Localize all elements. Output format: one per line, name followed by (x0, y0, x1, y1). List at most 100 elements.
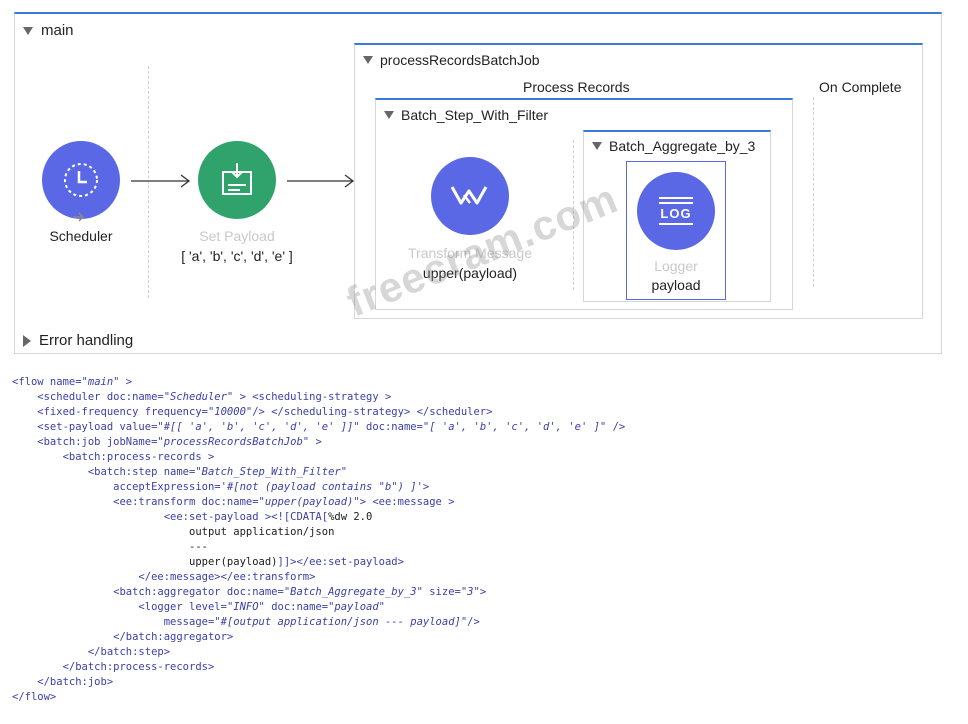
code-line: <scheduler doc:name="Scheduler" > <sched… (12, 390, 625, 405)
log-icon: LOG (659, 197, 693, 225)
code-token: output application/json (12, 526, 335, 538)
logger-component[interactable]: LOG (637, 172, 715, 250)
code-line: message="#[output application/json --- p… (12, 615, 625, 630)
code-token: message= (12, 616, 215, 628)
code-token: <batch:process-records > (12, 451, 215, 463)
code-token: </ee:message></ee:transform> (12, 571, 316, 583)
collapse-triangle-icon[interactable] (363, 56, 373, 64)
code-line: </batch:process-records> (12, 660, 625, 675)
code-line: <batch:job jobName="processRecordsBatchJ… (12, 435, 625, 450)
batch-step-header[interactable]: Batch_Step_With_Filter (384, 107, 548, 123)
code-token: doc:name= (264, 601, 329, 613)
xml-code-block: <flow name="main" > <scheduler doc:name=… (12, 375, 952, 715)
code-token: "#[output application/json --- payload]" (214, 616, 468, 628)
batch-job-title: processRecordsBatchJob (380, 52, 540, 68)
source-divider (148, 66, 149, 298)
code-line: <batch:aggregator doc:name="Batch_Aggreg… (12, 585, 625, 600)
scheduler-label: Scheduler (49, 228, 113, 244)
code-token: "Batch_Step_With_Filter" (195, 466, 348, 478)
code-token: <fixed-frequency frequency= (12, 406, 208, 418)
batch-step-scope[interactable]: Batch_Step_With_Filter Transform Message… (375, 98, 793, 310)
log-icon-text: LOG (660, 206, 692, 221)
flow-header[interactable]: main (23, 22, 74, 39)
code-token: </batch:aggregator> (12, 631, 234, 643)
code-token: "INFO" (226, 601, 265, 613)
code-line: acceptExpression='#[not (payload contain… (12, 480, 625, 495)
logger-sub: payload (651, 277, 701, 293)
code-token: <logger level= (12, 601, 227, 613)
code-line: --- (12, 540, 625, 555)
code-token: > <scheduling-strategy > (233, 391, 392, 403)
code-token: upper(payload) (12, 556, 278, 568)
code-token: > (422, 481, 430, 493)
code-token: "10000" (207, 406, 253, 418)
code-line: </batch:step> (12, 645, 625, 660)
process-records-label: Process Records (523, 79, 630, 95)
code-token: </batch:job> (12, 676, 114, 688)
scheduler-component[interactable] (42, 141, 120, 219)
code-line: <batch:step name="Batch_Step_With_Filter… (12, 465, 625, 480)
code-line: output application/json (12, 525, 625, 540)
code-token: acceptExpression= (12, 481, 221, 493)
code-token: <scheduler doc:name= (12, 391, 164, 403)
clock-icon (64, 163, 98, 197)
code-token: <flow name= (12, 376, 82, 388)
code-token: "Scheduler" (163, 391, 234, 403)
code-token: "#[[ 'a', 'b', 'c', 'd', 'e' ]]" (157, 421, 360, 433)
code-token: doc:name= (359, 421, 423, 433)
code-token: /> </scheduling-strategy> </scheduler> (252, 406, 493, 418)
batch-job-header[interactable]: processRecordsBatchJob (363, 52, 540, 68)
code-token: </batch:step> (12, 646, 171, 658)
set-payload-label: Set Payload (199, 228, 275, 244)
code-line: </batch:aggregator> (12, 630, 625, 645)
code-token: --- (12, 541, 208, 553)
collapse-triangle-icon[interactable] (384, 111, 394, 119)
code-token: "Batch_Aggregate_by_3" (283, 586, 423, 598)
error-handling-label: Error handling (39, 332, 134, 349)
collapse-triangle-icon[interactable] (23, 26, 33, 35)
code-line: <ee:transform doc:name="upper(payload)">… (12, 495, 625, 510)
code-token: > <ee:message > (359, 496, 455, 508)
code-line: </ee:message></ee:transform> (12, 570, 625, 585)
batch-aggregator-title: Batch_Aggregate_by_3 (609, 138, 756, 154)
collapse-triangle-icon[interactable] (592, 142, 602, 150)
logger-selected-frame[interactable]: LOG Logger payload (626, 161, 726, 300)
on-complete-divider (813, 97, 814, 287)
code-token: /> (606, 421, 626, 433)
batch-aggregator-header[interactable]: Batch_Aggregate_by_3 (592, 138, 755, 154)
source-arrow-icon (73, 212, 85, 222)
code-line: <logger level="INFO" doc:name="payload" (12, 600, 625, 615)
batch-job-scope[interactable]: processRecordsBatchJob Process Records O… (354, 43, 923, 319)
code-token: <batch:step name= (12, 466, 196, 478)
error-handling-header[interactable]: Error handling (23, 332, 133, 349)
code-token: <ee:transform doc:name= (12, 496, 259, 508)
code-token: ]]></ee:set-payload> (277, 556, 404, 568)
batch-aggregator-scope[interactable]: Batch_Aggregate_by_3 LOG Logger payload (583, 130, 771, 302)
flow-arrow-icon (287, 174, 355, 188)
code-line: </batch:job> (12, 675, 625, 690)
on-complete-label: On Complete (819, 79, 902, 95)
set-payload-component[interactable] (198, 141, 276, 219)
code-token: </batch:process-records> (12, 661, 215, 673)
code-token: > (119, 376, 133, 388)
flow-title: main (41, 22, 74, 39)
code-line: </flow> (12, 690, 625, 705)
code-line: <fixed-frequency frequency="10000"/> </s… (12, 405, 625, 420)
code-token: "[ 'a', 'b', 'c', 'd', 'e' ]" (422, 421, 607, 433)
flow-canvas: main Scheduler Set Payload [ 'a', 'b', '… (14, 12, 942, 354)
code-token: <batch:job jobName= (12, 436, 158, 448)
code-token: <batch:aggregator doc:name= (12, 586, 284, 598)
code-line: <set-payload value="#[[ 'a', 'b', 'c', '… (12, 420, 625, 435)
code-token: '#[not (payload contains "b") ]' (220, 481, 423, 493)
code-token: %dw 2.0 (328, 511, 373, 523)
expand-triangle-icon[interactable] (23, 334, 31, 347)
batch-step-title: Batch_Step_With_Filter (401, 107, 549, 123)
code-token: <set-payload value= (12, 421, 158, 433)
set-payload-sub: [ 'a', 'b', 'c', 'd', 'e' ] (181, 248, 293, 264)
code-token: <ee:set-payload ><![CDATA[ (12, 511, 329, 523)
code-token: </flow> (12, 691, 57, 703)
transform-icon (450, 186, 488, 205)
transform-message-component[interactable] (431, 157, 509, 235)
logger-label: Logger (654, 258, 698, 274)
code-line: upper(payload)]]></ee:set-payload> (12, 555, 625, 570)
